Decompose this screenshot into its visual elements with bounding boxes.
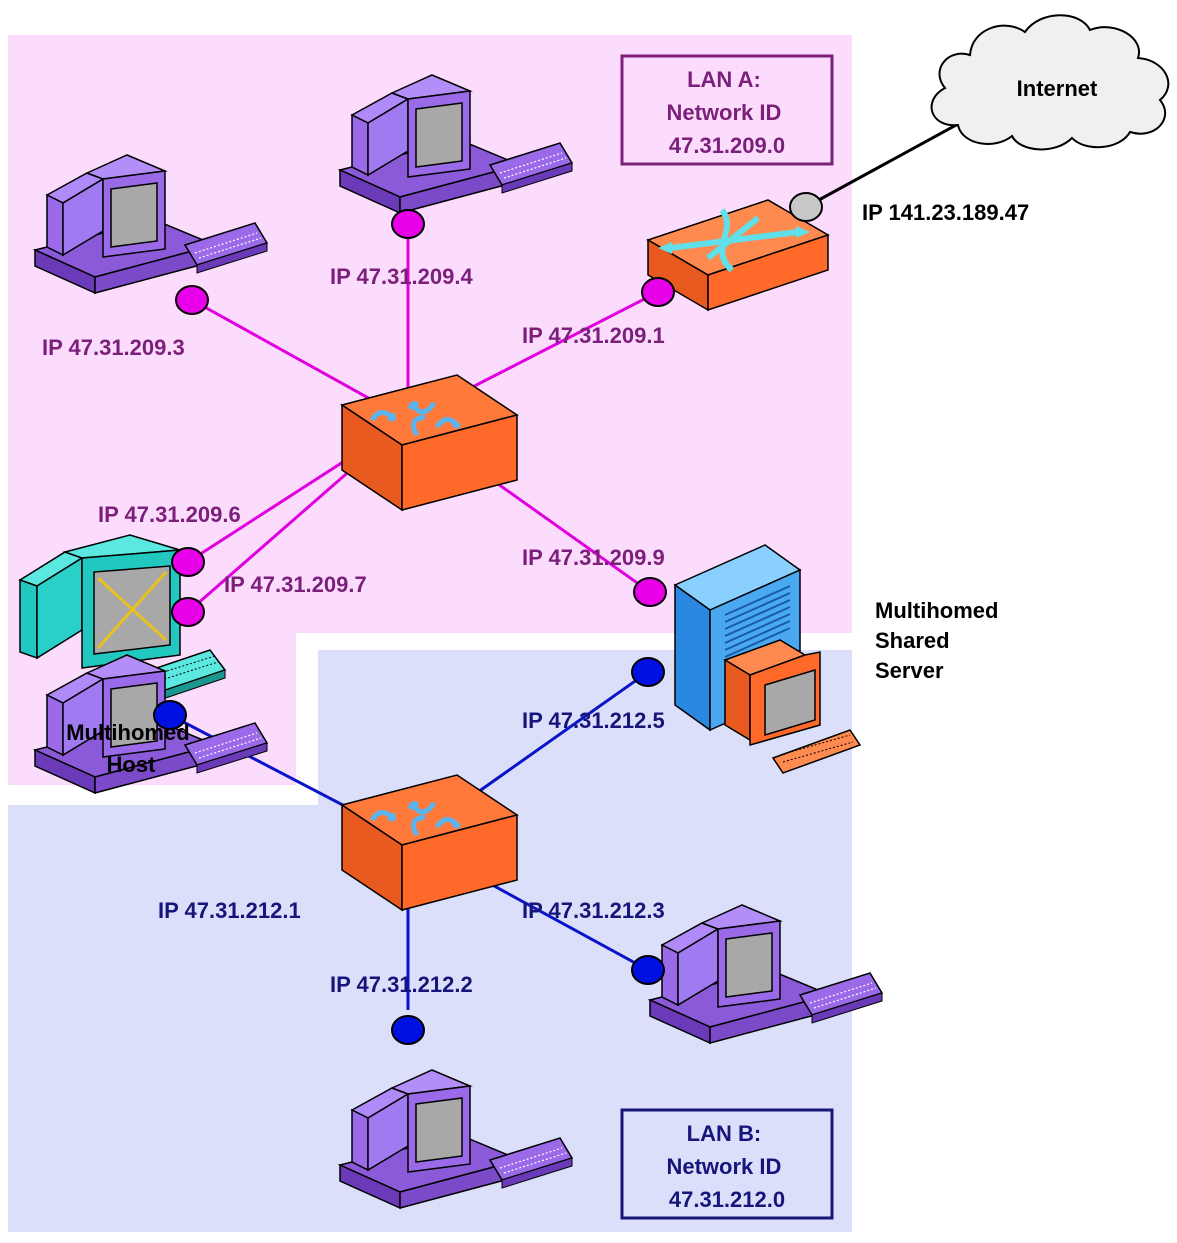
ip-label-209-3: IP 47.31.209.3 — [42, 335, 185, 360]
nic-209-9 — [633, 577, 667, 607]
ip-label-209-1: IP 47.31.209.1 — [522, 323, 665, 348]
router-icon — [646, 199, 830, 312]
ip-label-212-3: IP 47.31.212.3 — [522, 898, 665, 923]
cloud-icon — [930, 14, 1170, 151]
nic-212-2 — [391, 1015, 425, 1045]
ip-label-212-5: IP 47.31.212.5 — [522, 708, 665, 733]
ip-label-212-2: IP 47.31.212.2 — [330, 972, 473, 997]
lan-b-box — [620, 1108, 834, 1220]
lan-b-region — [8, 650, 852, 1232]
ip-label-209-7: IP 47.31.209.7 — [224, 572, 367, 597]
server-icon — [673, 544, 862, 774]
nic-209-1 — [641, 277, 675, 307]
ip-label-209-9: IP 47.31.209.9 — [522, 545, 665, 570]
nic-209-3 — [175, 285, 209, 315]
nic-212-3 — [631, 955, 665, 985]
lan-a-box-text: LAN A: Network ID 47.31.209.0 — [666, 67, 787, 158]
nic-212-5 — [631, 657, 665, 687]
nic-209-7 — [171, 597, 205, 627]
nic-209-6 — [171, 547, 205, 577]
ip-label-wan: IP 141.23.189.47 — [862, 200, 1029, 225]
lan-b-box-text: LAN B: Network ID 47.31.212.0 — [666, 1121, 787, 1212]
multihomed-host-label: Multihomed Host — [66, 720, 196, 777]
ip-label-212-1: IP 47.31.212.1 — [158, 898, 301, 923]
nic-wan — [789, 192, 823, 222]
multihomed-server-label: Multihomed Shared Server — [875, 598, 1005, 683]
internet-link — [805, 122, 959, 209]
internet-label: Internet — [1017, 76, 1098, 101]
multihomed-host-icon — [18, 534, 227, 711]
nic-209-4 — [391, 209, 425, 239]
ip-label-209-6: IP 47.31.209.6 — [98, 502, 241, 527]
nic-connectors — [153, 192, 823, 1045]
nic-212-1 — [153, 700, 187, 730]
ip-label-209-4: IP 47.31.209.4 — [330, 264, 473, 289]
lan-a-box — [620, 54, 834, 166]
